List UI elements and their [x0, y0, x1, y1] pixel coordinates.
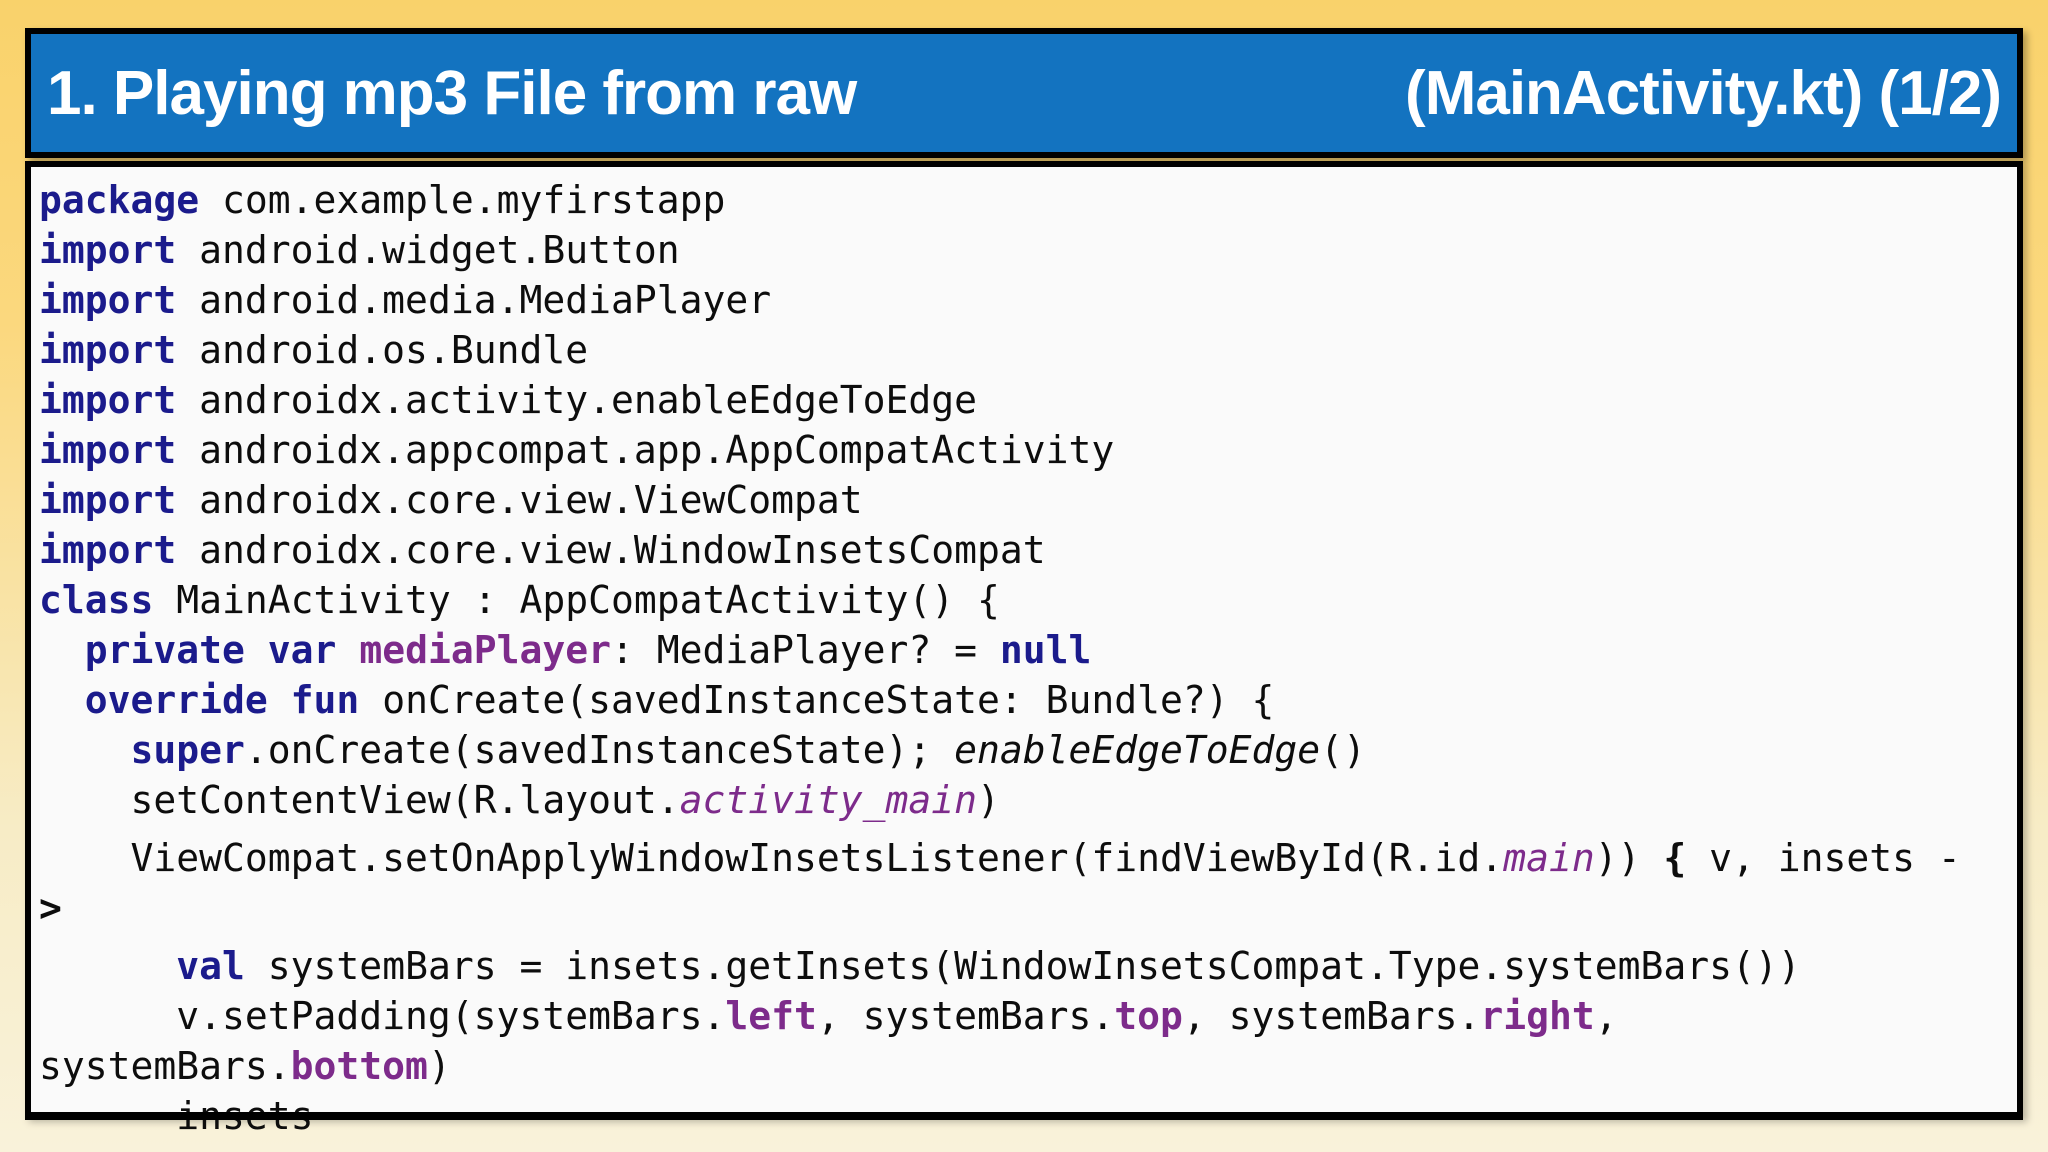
- code-segment-p: systemBars = insets.getInsets(WindowInse…: [244, 944, 1801, 988]
- code-segment-kw: import: [39, 528, 177, 572]
- code-line: >: [39, 883, 2017, 933]
- code-segment-kw: private var: [84, 628, 337, 672]
- code-line: private var mediaPlayer: MediaPlayer? = …: [39, 625, 2017, 675]
- code-segment-prop: bottom: [290, 1044, 428, 1088]
- code-segment-p: ): [977, 778, 1000, 822]
- code-line: v.setPadding(systemBars.left, systemBars…: [39, 991, 2017, 1041]
- code-segment-p: androidx.core.view.WindowInsetsCompat: [176, 528, 1046, 572]
- code-segment-kw: import: [39, 378, 177, 422]
- code-line: override fun onCreate(savedInstanceState…: [39, 675, 2017, 725]
- code-segment-p: ,: [1594, 994, 1618, 1038]
- code-segment-p: , systemBars.: [816, 994, 1115, 1038]
- code-segment-p: [39, 678, 85, 722]
- code-line: setContentView(R.layout.activity_main): [39, 775, 2017, 825]
- code-segment-kw: import: [39, 278, 177, 322]
- code-line: val systemBars = insets.getInsets(Window…: [39, 941, 2017, 991]
- code-line: ViewCompat.setOnApplyWindowInsetsListene…: [39, 833, 2017, 883]
- code-segment-p: androidx.activity.enableEdgeToEdge: [176, 378, 978, 422]
- code-segment-prop: mediaPlayer: [336, 628, 611, 672]
- code-segment-p: systemBars.: [39, 1044, 291, 1088]
- code-line: import androidx.activity.enableEdgeToEdg…: [39, 375, 2017, 425]
- code-segment-b: {: [1663, 836, 1687, 880]
- code-segment-p: , systemBars.: [1182, 994, 1481, 1038]
- code-segment-prop: top: [1114, 994, 1183, 1038]
- code-segment-prop: left: [725, 994, 817, 1038]
- code-segment-kw: null: [999, 628, 1092, 672]
- slide-title: 1. Playing mp3 File from raw: [47, 58, 857, 128]
- code-segment-p: (): [1320, 728, 1366, 772]
- code-segment-p: ViewCompat.setOnApplyWindowInsetsListene…: [39, 836, 1504, 880]
- code-segment-kw: super: [130, 728, 245, 772]
- code-line: systemBars.bottom): [39, 1041, 2017, 1091]
- code-segment-p: [39, 944, 176, 988]
- code-segment-p: setContentView(R.layout.: [39, 778, 680, 822]
- code-panel-bottom-border: [25, 1112, 2023, 1120]
- code-segment-it: enableEdgeToEdge: [954, 728, 1321, 772]
- code-segment-kw: import: [39, 228, 177, 272]
- code-segment-prop: right: [1480, 994, 1595, 1038]
- code-line: import android.os.Bundle: [39, 325, 2017, 375]
- code-segment-p: android.os.Bundle: [176, 328, 589, 372]
- code-segment-p: : MediaPlayer? =: [610, 628, 1000, 672]
- code-line: class MainActivity : AppCompatActivity()…: [39, 575, 2017, 625]
- code-segment-propit: main: [1503, 836, 1595, 880]
- code-segment-p: [39, 628, 85, 672]
- code-segment-kw: val: [176, 944, 245, 988]
- code-line: super.onCreate(savedInstanceState); enab…: [39, 725, 2017, 775]
- code-line: import androidx.appcompat.app.AppCompatA…: [39, 425, 2017, 475]
- code-segment-kw: class: [39, 578, 154, 622]
- code-segment-kw: package: [39, 178, 200, 222]
- code-segment-p: v, insets -: [1686, 836, 1961, 880]
- code-line: import androidx.core.view.WindowInsetsCo…: [39, 525, 2017, 575]
- code-segment-propit: activity_main: [679, 778, 978, 822]
- slide-title-bar: 1. Playing mp3 File from raw (MainActivi…: [25, 28, 2023, 158]
- code-segment-kw: import: [39, 428, 177, 472]
- code-segment-b: >: [39, 886, 62, 930]
- code-segment-p: androidx.appcompat.app.AppCompatActivity: [176, 428, 1115, 472]
- code-segment-p: ): [427, 1044, 451, 1088]
- code-segment-kw: override fun: [84, 678, 360, 722]
- code-segment-p: androidx.core.view.ViewCompat: [176, 478, 863, 522]
- code-segment-kw: import: [39, 328, 177, 372]
- code-segment-p: com.example.myfirstapp: [199, 178, 726, 222]
- code-segment-kw: import: [39, 478, 177, 522]
- code-line: package com.example.myfirstapp: [39, 175, 2017, 225]
- code-segment-p: android.media.MediaPlayer: [176, 278, 772, 322]
- code-segment-p: )): [1594, 836, 1664, 880]
- code-segment-p: [39, 728, 131, 772]
- code-segment-p: onCreate(savedInstanceState: Bundle?) {: [359, 678, 1275, 722]
- code-line: import android.widget.Button: [39, 225, 2017, 275]
- code-segment-p: .onCreate(savedInstanceState);: [244, 728, 955, 772]
- code-line: import android.media.MediaPlayer: [39, 275, 2017, 325]
- code-segment-p: MainActivity : AppCompatActivity() {: [153, 578, 1000, 622]
- slide-title-filename: (MainActivity.kt) (1/2): [1405, 58, 2002, 128]
- code-line: import androidx.core.view.ViewCompat: [39, 475, 2017, 525]
- code-segment-p: android.widget.Button: [176, 228, 680, 272]
- code-segment-p: v.setPadding(systemBars.: [39, 994, 726, 1038]
